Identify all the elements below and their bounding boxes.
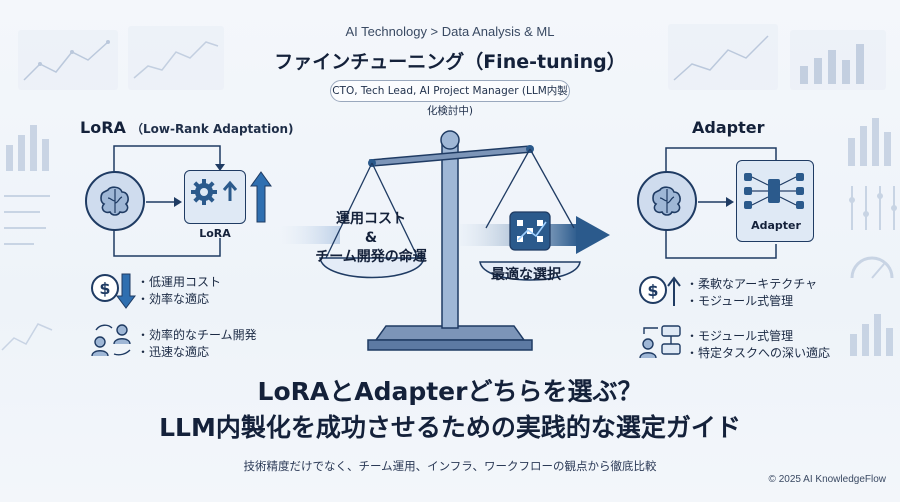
left-pan-label-1: 運用コスト xyxy=(336,211,406,227)
flexible-cost-icon: $ xyxy=(638,270,684,314)
adapter-group2-item-1: モジュール式管理 xyxy=(686,328,793,345)
lora-group1-item-2: 効率な適応 xyxy=(137,291,209,308)
lora-box-label: LoRA xyxy=(199,227,231,240)
svg-text:$: $ xyxy=(99,279,110,298)
svg-text:$: $ xyxy=(647,281,658,300)
right-pan-label: 最適な選択 xyxy=(491,267,561,283)
background-chart-right-edge-3 xyxy=(850,314,893,356)
background-chart-left-edge xyxy=(6,125,49,171)
background-chart-top-left-2 xyxy=(128,26,224,90)
lora-flow-diagram xyxy=(113,145,225,257)
adapter-group1-item-2: モジュール式管理 xyxy=(686,293,793,310)
gear-icon xyxy=(191,179,238,205)
adapter-title: Adapter xyxy=(692,118,765,137)
lora-heading: LoRA （Low-Rank Adaptation) xyxy=(80,118,294,137)
adapter-flow-diagram xyxy=(665,147,781,259)
headline-line-2: LLM内製化を成功させるための実践的な選定ガイド xyxy=(159,413,741,442)
adapter-module-box: Adapter xyxy=(736,160,814,242)
headline-line-1: LoRAとAdapterどちらを選ぶ？ xyxy=(257,377,643,406)
lora-title: LoRA xyxy=(80,118,126,137)
copyright-notice: © 2025 AI KnowledgeFlow xyxy=(768,474,886,485)
category-breadcrumb: AI Technology > Data Analysis & ML xyxy=(345,24,555,39)
team-icon-lora xyxy=(90,322,134,364)
balance-scale-illustration xyxy=(280,130,610,351)
adapter-group2-item-2: 特定タスクへの深い適応 xyxy=(686,345,830,362)
brain-icon-lora xyxy=(84,170,146,236)
footer-subtitle: 技術精度だけでなく、チーム運用、インフラ、ワークフローの観点から徹底比較 xyxy=(243,459,657,473)
adapter-box-label: Adapter xyxy=(751,219,801,232)
background-chart-right-edge xyxy=(848,118,891,166)
background-gauge xyxy=(850,256,894,279)
page-title: ファインチューニング（Fine-tuning） xyxy=(274,51,626,73)
network-layers-icon xyxy=(744,173,804,209)
background-chart-left-edge-2 xyxy=(4,195,50,245)
lora-group2-item-2: 迅速な適応 xyxy=(137,344,209,361)
lora-module-box xyxy=(184,170,246,224)
background-chart-right-edge-2 xyxy=(849,186,897,230)
audience-badge: CTO, Tech Lead, AI Project Manager (LLM内… xyxy=(330,80,570,117)
left-pan-label-3: チーム開発の命運 xyxy=(315,249,427,265)
background-chart-left-edge-3 xyxy=(1,323,53,351)
team-workflow-icon xyxy=(638,322,684,366)
lora-group1-item-1: 低運用コスト xyxy=(137,274,221,291)
lora-subtitle: （Low-Rank Adaptation) xyxy=(130,122,294,136)
cost-down-icon: $ xyxy=(90,270,136,314)
upward-arrow-icon xyxy=(250,171,272,223)
background-chart-top-right xyxy=(668,24,778,90)
left-pan-label-2: & xyxy=(364,230,378,246)
brain-icon-adapter xyxy=(636,170,698,236)
adapter-group1-item-1: 柔軟なアーキテクチャ xyxy=(686,276,817,293)
background-chart-top-left xyxy=(18,30,118,90)
background-chart-top-right-2 xyxy=(790,30,886,90)
lora-group2-item-1: 効率的なチーム開発 xyxy=(137,327,257,344)
